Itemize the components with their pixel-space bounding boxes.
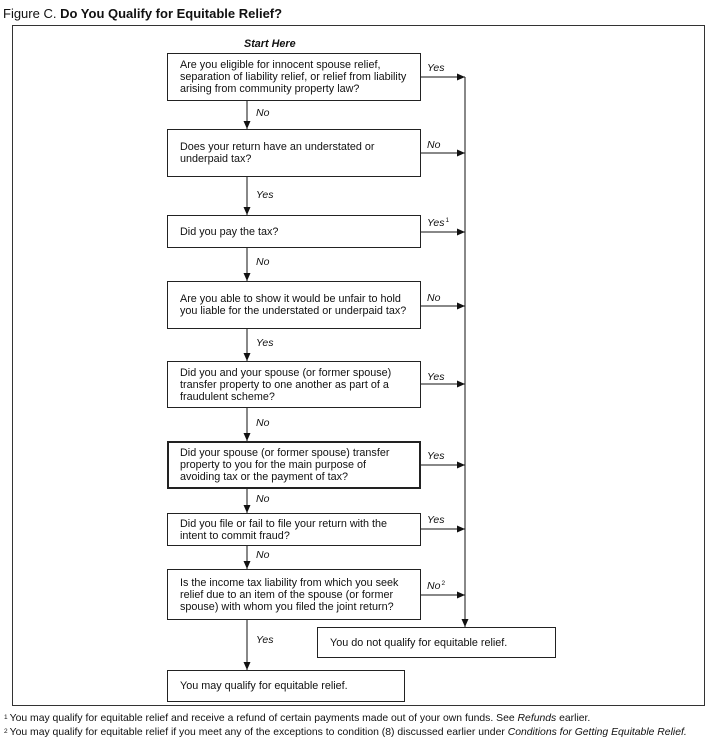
outcome-not-qualify-box: You do not qualify for equitable relief. [317, 627, 556, 658]
branch-label-side: Yes [427, 514, 445, 526]
branch-label-down: Yes [256, 337, 274, 349]
branch-label-down: Yes [256, 189, 274, 201]
footnote-ref: 1 [445, 217, 450, 224]
figure-label: Figure C. [3, 6, 57, 21]
question-text-line: spouse) with whom you filed the joint re… [180, 600, 394, 613]
question-box-6: Did your spouse (or former spouse) trans… [167, 441, 421, 489]
footnote-emphasis: Refunds [517, 713, 557, 724]
start-label: Start Here [244, 38, 296, 50]
question-text-line: avoiding tax or the payment of tax? [180, 471, 349, 483]
branch-label-side: No2 [427, 580, 445, 592]
question-box-2: Does your return have an understated or … [167, 129, 421, 177]
question-text-line: relief due to an item of the spouse (or … [180, 588, 394, 601]
branch-label-text: Yes [427, 217, 445, 229]
question-text-line: arising from community property law? [180, 83, 360, 95]
figure-frame [12, 25, 705, 706]
question-box-4: Are you able to show it would be unfair … [167, 281, 421, 329]
branch-label-down: No [256, 417, 270, 429]
outcome-qualify-text: You may qualify for equitable relief. [180, 680, 348, 692]
branch-label-down: No [256, 549, 270, 561]
question-box-7: Did you file or fail to file your return… [167, 513, 421, 546]
branch-label-down: No [256, 493, 270, 505]
question-text-line: Did you and your spouse (or former spous… [180, 366, 392, 379]
question-text-line: Are you eligible for innocent spouse rel… [180, 59, 381, 71]
figure-title: Figure C. Do You Qualify for Equitable R… [3, 6, 282, 21]
question-box-1: Are you eligible for innocent spouse rel… [167, 53, 421, 101]
question-text-line: separation of liability relief, or relie… [180, 71, 407, 83]
outcome-not-qualify-text: You do not qualify for equitable relief. [330, 636, 508, 649]
branch-label-down: No [256, 107, 270, 119]
question-text-line: Is the income tax liability from which y… [180, 576, 399, 589]
question-text-line: fraudulent scheme? [180, 390, 275, 403]
outcome-qualify-box: You may qualify for equitable relief. [167, 670, 405, 702]
question-box-3: Did you pay the tax? [167, 215, 421, 248]
question-text-line: underpaid tax? [180, 153, 252, 165]
question-text-line: Did you file or fail to file your return… [180, 517, 388, 530]
figure-heading: Do You Qualify for Equitable Relief? [60, 6, 283, 21]
question-text-line: transfer property to one another as part… [180, 378, 389, 391]
branch-label-side: Yes1 [427, 217, 449, 229]
branch-label-down: Yes [256, 634, 274, 646]
question-text-line: you liable for the understated or underp… [180, 305, 407, 317]
footnote-ref: 2 [441, 580, 446, 587]
footnote-emphasis: Conditions for Getting Equitable Relief. [507, 727, 687, 738]
question-text-line: Are you able to show it would be unfair … [180, 293, 401, 305]
footnote-text: You may qualify for equitable relief and… [9, 713, 518, 724]
branch-label-side: Yes [427, 62, 445, 74]
question-text-line: Does your return have an understated or [180, 141, 375, 153]
footnote-marker: 1 [4, 714, 8, 721]
branch-label-side: Yes [427, 371, 445, 383]
branch-label-side: No [427, 292, 441, 304]
branch-label-down: No [256, 256, 270, 268]
branch-label-text: No [427, 580, 441, 592]
question-text-line: Did your spouse (or former spouse) trans… [180, 447, 390, 459]
question-text-line: Did you pay the tax? [180, 225, 279, 238]
footnote-marker: 2 [4, 728, 8, 735]
footnote-text: You may qualify for equitable relief if … [9, 727, 508, 738]
branch-label-side: No [427, 139, 441, 151]
question-text-line: intent to commit fraud? [180, 529, 290, 542]
footnote-text-after: earlier. [556, 713, 591, 724]
question-box-8: Is the income tax liability from which y… [167, 569, 421, 620]
question-text-line: property to you for the main purpose of [180, 459, 367, 471]
branch-label-side: Yes [427, 450, 445, 462]
question-box-5: Did you and your spouse (or former spous… [167, 361, 421, 408]
